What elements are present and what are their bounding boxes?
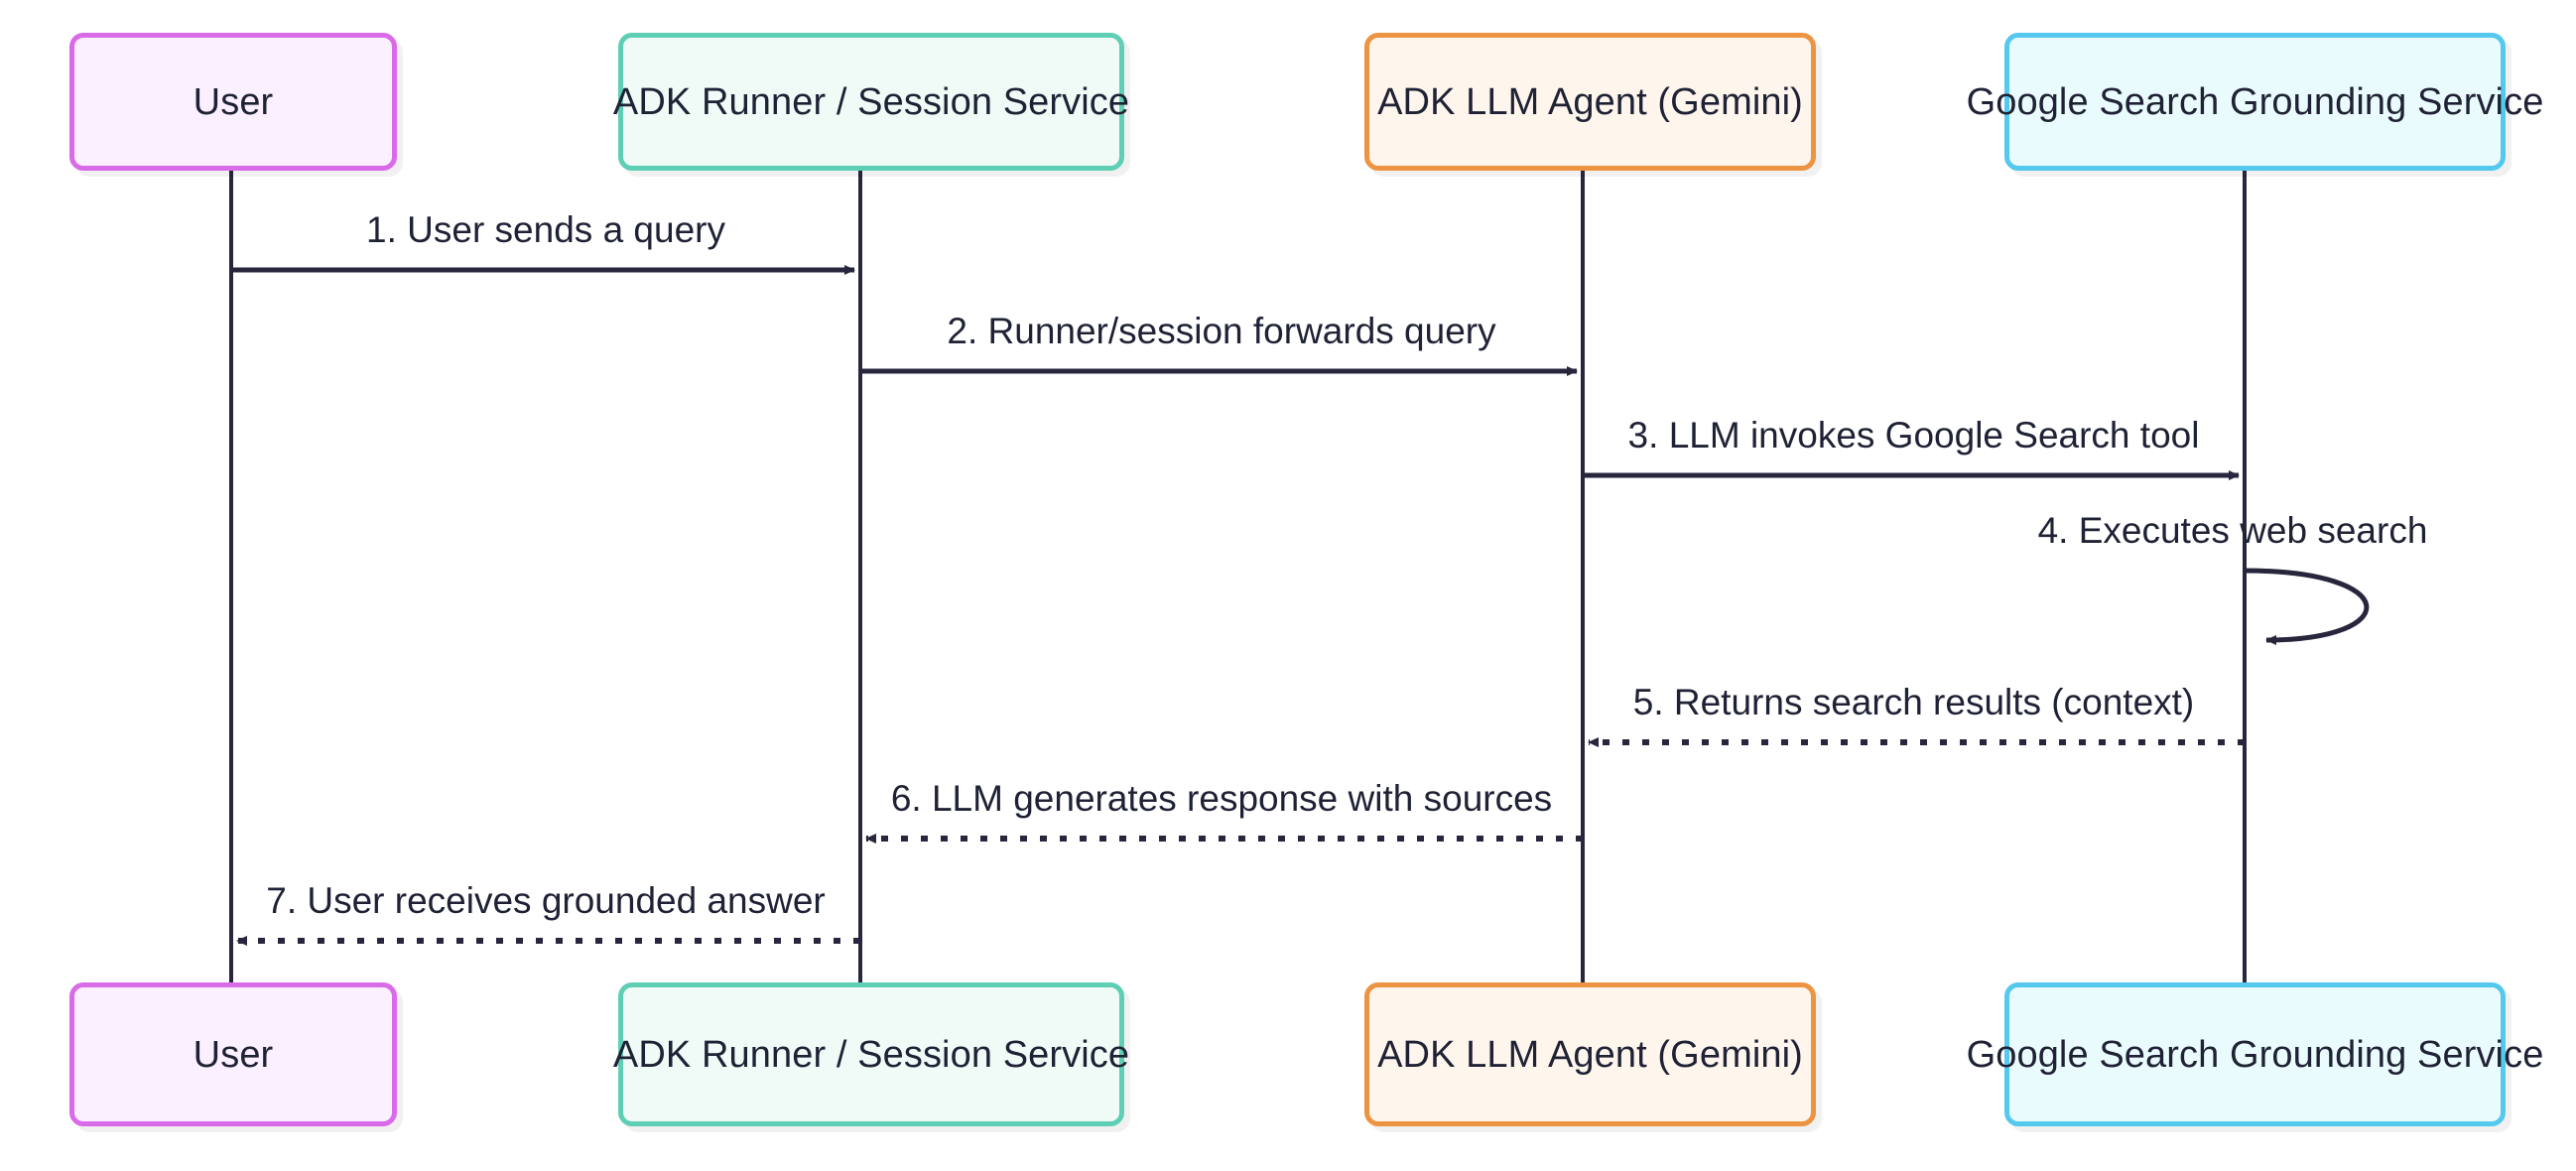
message-label-5: 5. Returns search results (context) — [1632, 682, 2195, 722]
participant-box-search-bottom[interactable]: Google Search Grounding Service — [1967, 982, 2543, 1126]
participant-box-user-top[interactable]: User — [69, 33, 397, 171]
participant-label-search: Google Search Grounding Service — [1966, 80, 2544, 123]
participant-box-agent-bottom[interactable]: ADK LLM Agent (Gemini) — [1364, 982, 1816, 1126]
message-arrow-4-self-loop — [2244, 568, 2370, 645]
message-label-3: 3. LLM invokes Google Search tool — [1627, 415, 2200, 455]
participant-box-search-top[interactable]: Google Search Grounding Service — [1967, 33, 2543, 171]
participant-box-agent-top[interactable]: ADK LLM Agent (Gemini) — [1364, 33, 1816, 171]
participant-label-runner: ADK Runner / Session Service — [612, 1033, 1130, 1076]
message-label-4: 4. Executes web search — [2037, 510, 2428, 551]
participant-box-user-bottom[interactable]: User — [69, 982, 397, 1126]
participant-label-user: User — [193, 1033, 274, 1076]
participant-label-search: Google Search Grounding Service — [1966, 1033, 2544, 1076]
participant-box-runner-top[interactable]: ADK Runner / Session Service — [613, 33, 1129, 171]
participant-label-runner: ADK Runner / Session Service — [612, 80, 1130, 123]
message-label-7: 7. User receives grounded answer — [266, 880, 826, 921]
message-arrows-group — [231, 265, 2370, 946]
message-label-6: 6. LLM generates response with sources — [890, 778, 1553, 819]
message-label-1: 1. User sends a query — [366, 209, 725, 250]
participant-box-runner-bottom[interactable]: ADK Runner / Session Service — [613, 982, 1129, 1126]
message-label-2: 2. Runner/session forwards query — [947, 311, 1496, 351]
participant-label-agent: ADK LLM Agent (Gemini) — [1377, 1033, 1803, 1076]
participant-label-user: User — [193, 80, 274, 123]
lifelines-group — [229, 171, 2247, 982]
participant-label-agent: ADK LLM Agent (Gemini) — [1377, 80, 1803, 123]
